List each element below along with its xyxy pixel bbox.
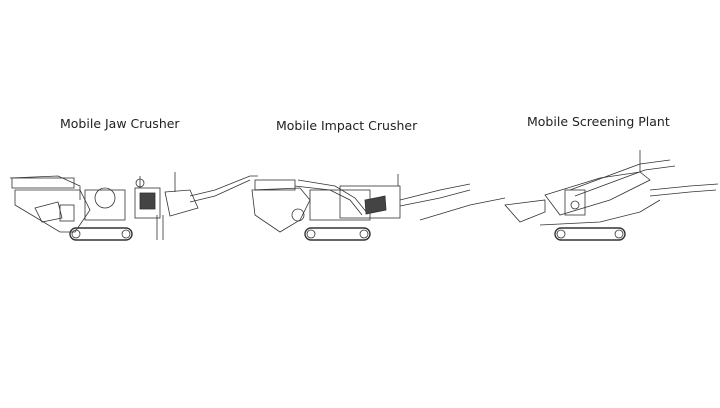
impact-crusher-drawing [251, 174, 506, 241]
jaw-crusher-drawing [9, 172, 258, 241]
impact-crusher-label: Mobile Impact Crusher [276, 118, 418, 133]
screening-plant-label: Mobile Screening Plant [527, 114, 670, 129]
jaw-crusher-label: Mobile Jaw Crusher [60, 116, 180, 131]
screening-plant-drawing [504, 150, 719, 241]
